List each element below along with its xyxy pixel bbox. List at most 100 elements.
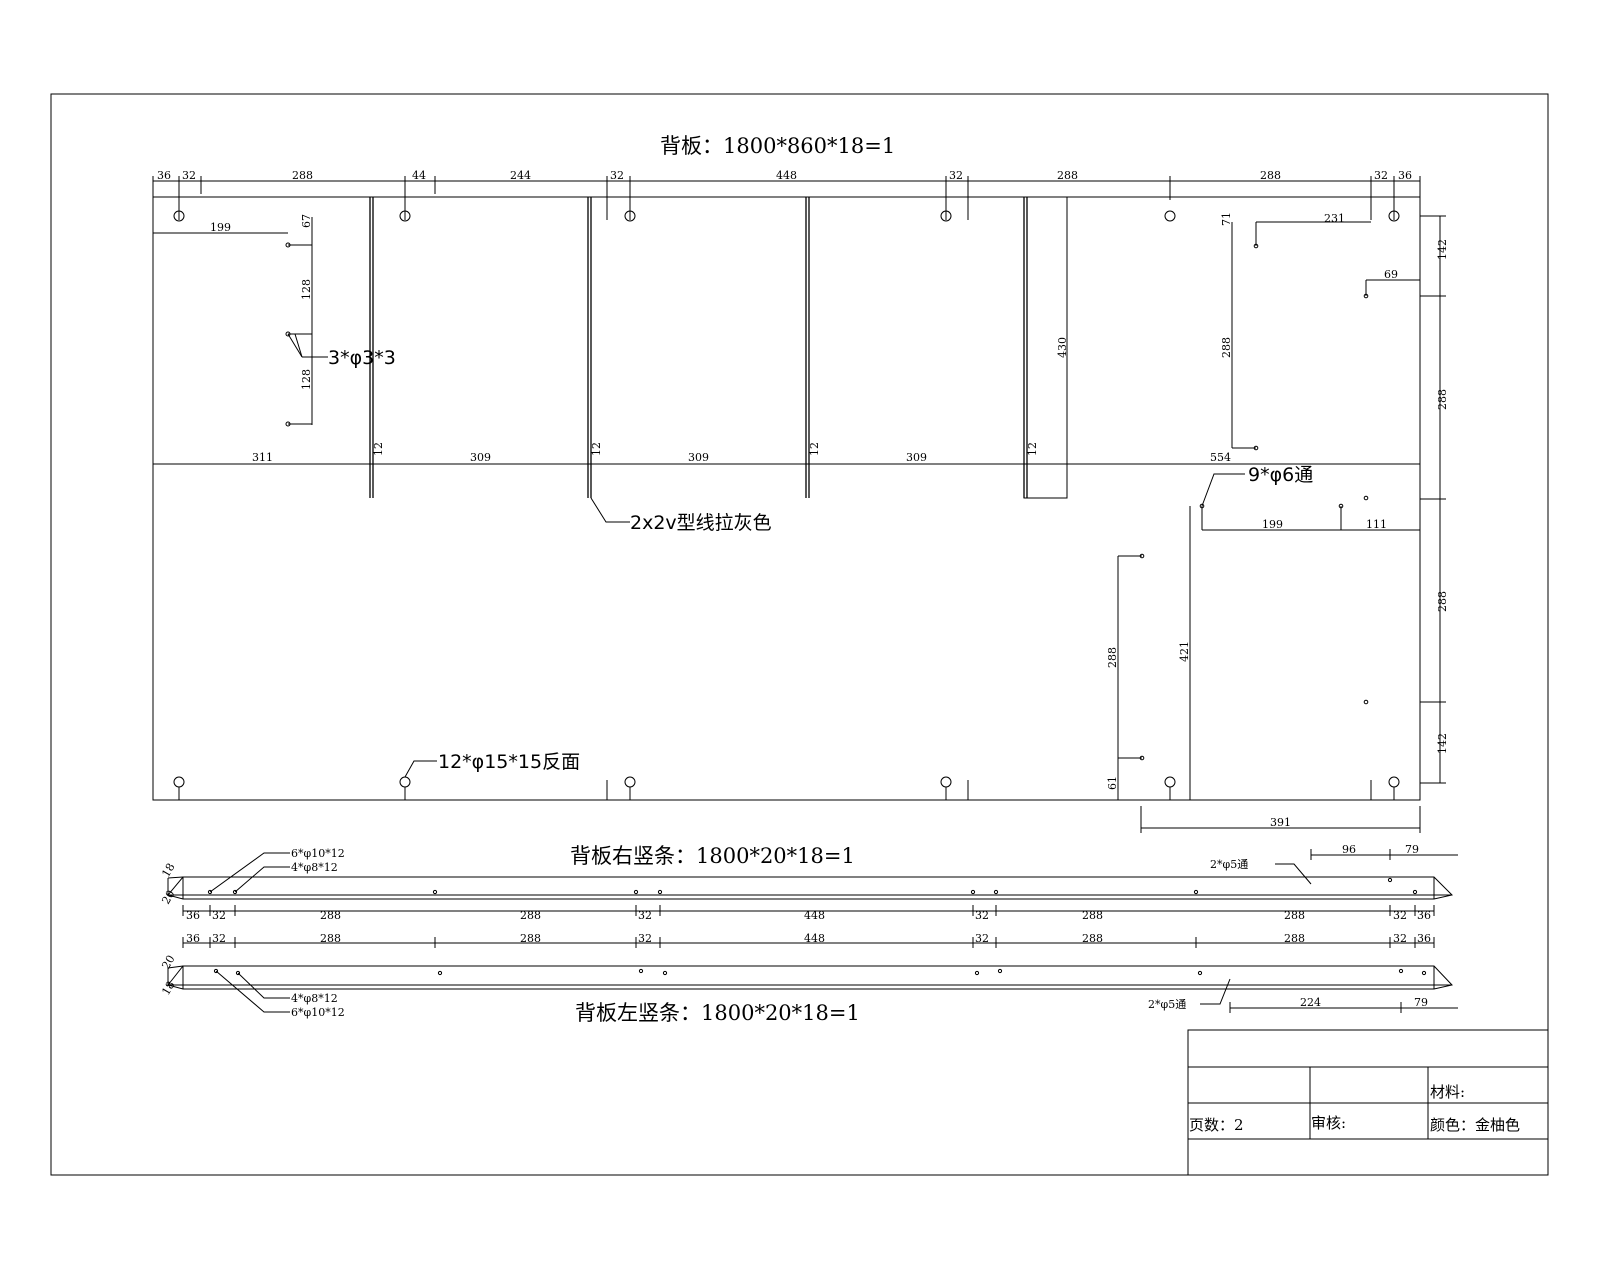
- top-dim-9: 288: [1057, 169, 1078, 182]
- top-dim-3: 288: [292, 169, 313, 182]
- ls-dim-224: 224: [1300, 996, 1321, 1009]
- dim-430: 430: [1056, 337, 1069, 358]
- right-side-dims: 142 288 288 142: [1420, 215, 1449, 784]
- rs-dim-7: 32: [975, 909, 989, 922]
- dim-231: 231: [1324, 212, 1345, 225]
- ls-note-b: 6*φ10*12: [291, 1006, 345, 1019]
- material-label: 材料:: [1430, 1083, 1465, 1101]
- ls-dim-79: 79: [1414, 996, 1428, 1009]
- groove-dim-12b: 12: [590, 442, 603, 456]
- left-hole-group: 199 67 128 128 3*φ3*3: [153, 214, 396, 427]
- ls-dim-6: 448: [804, 932, 825, 945]
- color-label: 颜色：金柚色: [1430, 1116, 1520, 1134]
- rs-dim-6: 448: [804, 909, 825, 922]
- note-hole9: 9*φ6通: [1248, 464, 1313, 486]
- vertical-grooves: [369, 197, 1028, 498]
- groove-note: 2x2v型线拉灰色: [590, 497, 772, 534]
- ls-dim-4: 288: [520, 932, 541, 945]
- groove-dim-554: 554: [1210, 451, 1231, 464]
- groove-dim-309c: 309: [906, 451, 927, 464]
- svg-text:12*φ15*15反面: 12*φ15*15反面: [438, 751, 580, 773]
- right-top-group: 231 71 288 69: [1220, 212, 1420, 451]
- back-panel-outline: [152, 196, 1421, 801]
- dim-67: 67: [300, 214, 313, 228]
- groove-dim-309a: 309: [470, 451, 491, 464]
- rs-note-a: 6*φ10*12: [291, 847, 345, 860]
- title-block: 材料: 页数：2 审核: 颜色：金柚色: [1187, 1029, 1549, 1176]
- left-strip-title: 背板左竖条：1800*20*18=1: [575, 1001, 860, 1025]
- rs-dim-79: 79: [1405, 843, 1419, 856]
- rs-dim-4: 288: [520, 909, 541, 922]
- back-panel-title: 背板：1800*860*18=1: [660, 134, 895, 158]
- groove-dim-12a: 12: [372, 442, 385, 456]
- ls-dim-8: 288: [1082, 932, 1103, 945]
- top-dim-5: 244: [510, 169, 531, 182]
- rs-end-20: 20: [159, 888, 177, 907]
- top-dimension-line: 36 32 288 44 244 32 448 32 288 288 32 36: [152, 169, 1421, 220]
- hole12-note: 12*φ15*15反面: [404, 751, 580, 778]
- svg-text:2x2v型线拉灰色: 2x2v型线拉灰色: [630, 512, 772, 534]
- right-dim-3: 288: [1436, 591, 1449, 612]
- groove-end-box: [1023, 196, 1068, 499]
- drawing-frame: [50, 93, 1549, 1176]
- ls-dim-11: 36: [1417, 932, 1431, 945]
- rs-dim-9: 288: [1284, 909, 1305, 922]
- groove-dim-12d: 12: [1026, 442, 1039, 456]
- rs-dim-1: 36: [186, 909, 200, 922]
- right-bottom-group: 9*φ6通 199 111 421 288 61 391: [1106, 464, 1421, 833]
- ls-dim-5: 32: [638, 932, 652, 945]
- dim-199: 199: [210, 221, 231, 234]
- pages-label: 页数：2: [1189, 1116, 1244, 1134]
- rs-end-18: 18: [159, 861, 177, 880]
- ls-dim-2: 32: [212, 932, 226, 945]
- top-dim-8: 32: [949, 169, 963, 182]
- rs-dim-8: 288: [1082, 909, 1103, 922]
- right-strip-title: 背板右竖条：1800*20*18=1: [570, 844, 855, 868]
- dim-391: 391: [1270, 816, 1291, 829]
- rs-dim-11: 36: [1417, 909, 1431, 922]
- groove-dim-311: 311: [252, 451, 273, 464]
- rs-dim-3: 288: [320, 909, 341, 922]
- rs-dim-96: 96: [1342, 843, 1356, 856]
- top-dim-10: 288: [1260, 169, 1281, 182]
- dim-199b: 199: [1262, 518, 1283, 531]
- ls-dim-7: 32: [975, 932, 989, 945]
- ls-end-18: 18: [159, 979, 177, 998]
- top-dim-6: 32: [610, 169, 624, 182]
- dim-69: 69: [1384, 268, 1398, 281]
- top-holes: [173, 210, 1400, 222]
- rs-dim-2: 32: [212, 909, 226, 922]
- dim-128b: 128: [300, 369, 313, 390]
- right-dim-2: 288: [1436, 389, 1449, 410]
- groove-dim-309b: 309: [688, 451, 709, 464]
- ls-end-20: 20: [159, 953, 177, 972]
- ls-note-a: 4*φ8*12: [291, 992, 338, 1005]
- dim-61: 61: [1106, 776, 1119, 790]
- rs-dim-10: 32: [1393, 909, 1407, 922]
- right-strip: 背板右竖条：1800*20*18=1 6*φ10*12 4*φ8*12 2*φ5…: [159, 843, 1458, 922]
- rs-note-b: 4*φ8*12: [291, 861, 338, 874]
- note-hole3: 3*φ3*3: [328, 347, 396, 369]
- dim-421: 421: [1178, 641, 1191, 662]
- top-dim-7: 448: [776, 169, 797, 182]
- dim-111: 111: [1366, 518, 1387, 531]
- right-dim-4: 142: [1436, 733, 1449, 754]
- dim-288c: 288: [1106, 647, 1119, 668]
- top-dim-4: 44: [412, 169, 426, 182]
- review-label: 审核:: [1311, 1114, 1346, 1132]
- bottom-holes: [173, 776, 1400, 800]
- top-dim-2: 32: [182, 169, 196, 182]
- ls-note-c: 2*φ5通: [1148, 998, 1186, 1011]
- rs-note-c: 2*φ5通: [1210, 858, 1248, 871]
- top-dim-12: 36: [1398, 169, 1412, 182]
- ls-dim-1: 36: [186, 932, 200, 945]
- right-dim-1: 142: [1436, 239, 1449, 260]
- dim-128a: 128: [300, 279, 313, 300]
- dim-288v: 288: [1220, 337, 1233, 358]
- dim-71: 71: [1220, 212, 1233, 226]
- left-strip: 36 32 288 288 32 448 32 288 288 32 36 4*…: [159, 932, 1458, 1025]
- top-dim-11: 32: [1374, 169, 1388, 182]
- groove-dim-12c: 12: [808, 442, 821, 456]
- ls-dim-9: 288: [1284, 932, 1305, 945]
